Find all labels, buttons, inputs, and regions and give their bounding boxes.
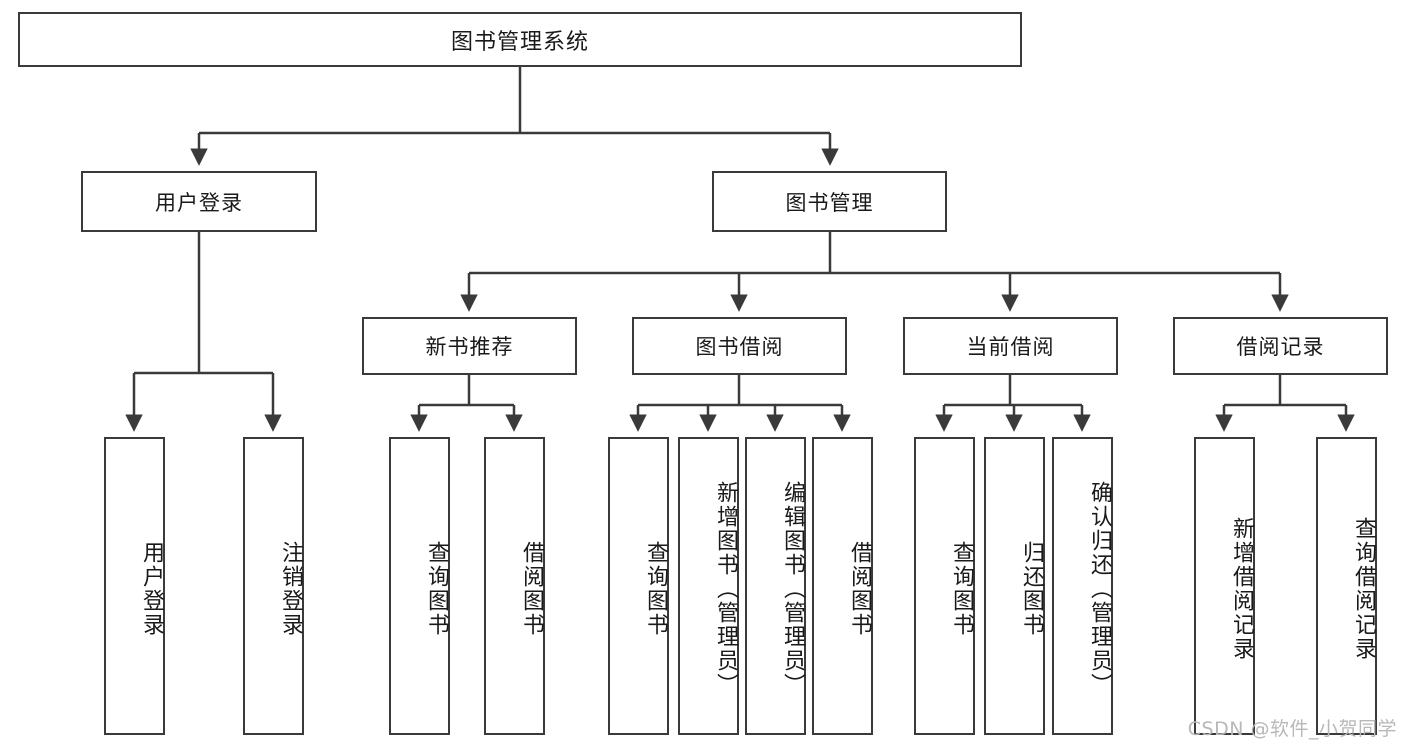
- leaf-borrow-book-recommend-label: 借阅图书: [519, 541, 544, 637]
- leaf-add-book-admin[interactable]: 新增图书（管理员）: [678, 437, 739, 735]
- leaf-user-login-label: 用户登录: [139, 541, 164, 637]
- leaf-borrow-book-recommend[interactable]: 借阅图书: [484, 437, 545, 735]
- leaf-return-book[interactable]: 归还图书: [984, 437, 1045, 735]
- leaf-add-book-admin-label: 新增图书（管理员）: [713, 481, 738, 697]
- leaf-query-book-recommend-label: 查询图书: [424, 541, 449, 637]
- node-borrow-record-label: 借阅记录: [1236, 335, 1325, 359]
- leaf-query-borrow-record-label: 查询借阅记录: [1351, 517, 1376, 661]
- leaf-add-borrow-record[interactable]: 新增借阅记录: [1194, 437, 1255, 735]
- node-book-management-label: 图书管理: [785, 190, 874, 215]
- node-book-management[interactable]: 图书管理: [712, 171, 947, 232]
- node-borrow-record[interactable]: 借阅记录: [1173, 317, 1388, 375]
- leaf-query-book-current[interactable]: 查询图书: [914, 437, 975, 735]
- node-book-borrow[interactable]: 图书借阅: [632, 317, 847, 375]
- leaf-query-book-borrow[interactable]: 查询图书: [608, 437, 669, 735]
- node-current-borrow-label: 当前借阅: [966, 335, 1055, 359]
- node-root[interactable]: 图书管理系统: [18, 12, 1022, 67]
- node-new-book-recommend-label: 新书推荐: [425, 335, 514, 359]
- node-book-borrow-label: 图书借阅: [695, 335, 784, 359]
- leaf-query-borrow-record[interactable]: 查询借阅记录: [1316, 437, 1377, 735]
- leaf-return-book-label: 归还图书: [1019, 541, 1044, 637]
- node-root-label: 图书管理系统: [450, 29, 589, 55]
- leaf-borrow-book-label: 借阅图书: [847, 541, 872, 637]
- node-current-borrow[interactable]: 当前借阅: [903, 317, 1118, 375]
- leaf-confirm-return-admin[interactable]: 确认归还（管理员）: [1052, 437, 1113, 735]
- leaf-logout-label: 注销登录: [278, 541, 303, 637]
- leaf-edit-book-admin[interactable]: 编辑图书（管理员）: [745, 437, 806, 735]
- node-new-book-recommend[interactable]: 新书推荐: [362, 317, 577, 375]
- leaf-add-borrow-record-label: 新增借阅记录: [1229, 517, 1254, 661]
- leaf-query-book-recommend[interactable]: 查询图书: [389, 437, 450, 735]
- leaf-query-book-borrow-label: 查询图书: [643, 541, 668, 637]
- leaf-borrow-book[interactable]: 借阅图书: [812, 437, 873, 735]
- leaf-confirm-return-admin-label: 确认归还（管理员）: [1087, 481, 1112, 697]
- node-user-login[interactable]: 用户登录: [81, 171, 317, 232]
- leaf-logout[interactable]: 注销登录: [243, 437, 304, 735]
- leaf-edit-book-admin-label: 编辑图书（管理员）: [780, 481, 805, 697]
- leaf-user-login[interactable]: 用户登录: [104, 437, 165, 735]
- leaf-query-book-current-label: 查询图书: [949, 541, 974, 637]
- node-user-login-label: 用户登录: [155, 190, 243, 215]
- watermark: CSDN @软件_小贺同学: [1187, 718, 1397, 740]
